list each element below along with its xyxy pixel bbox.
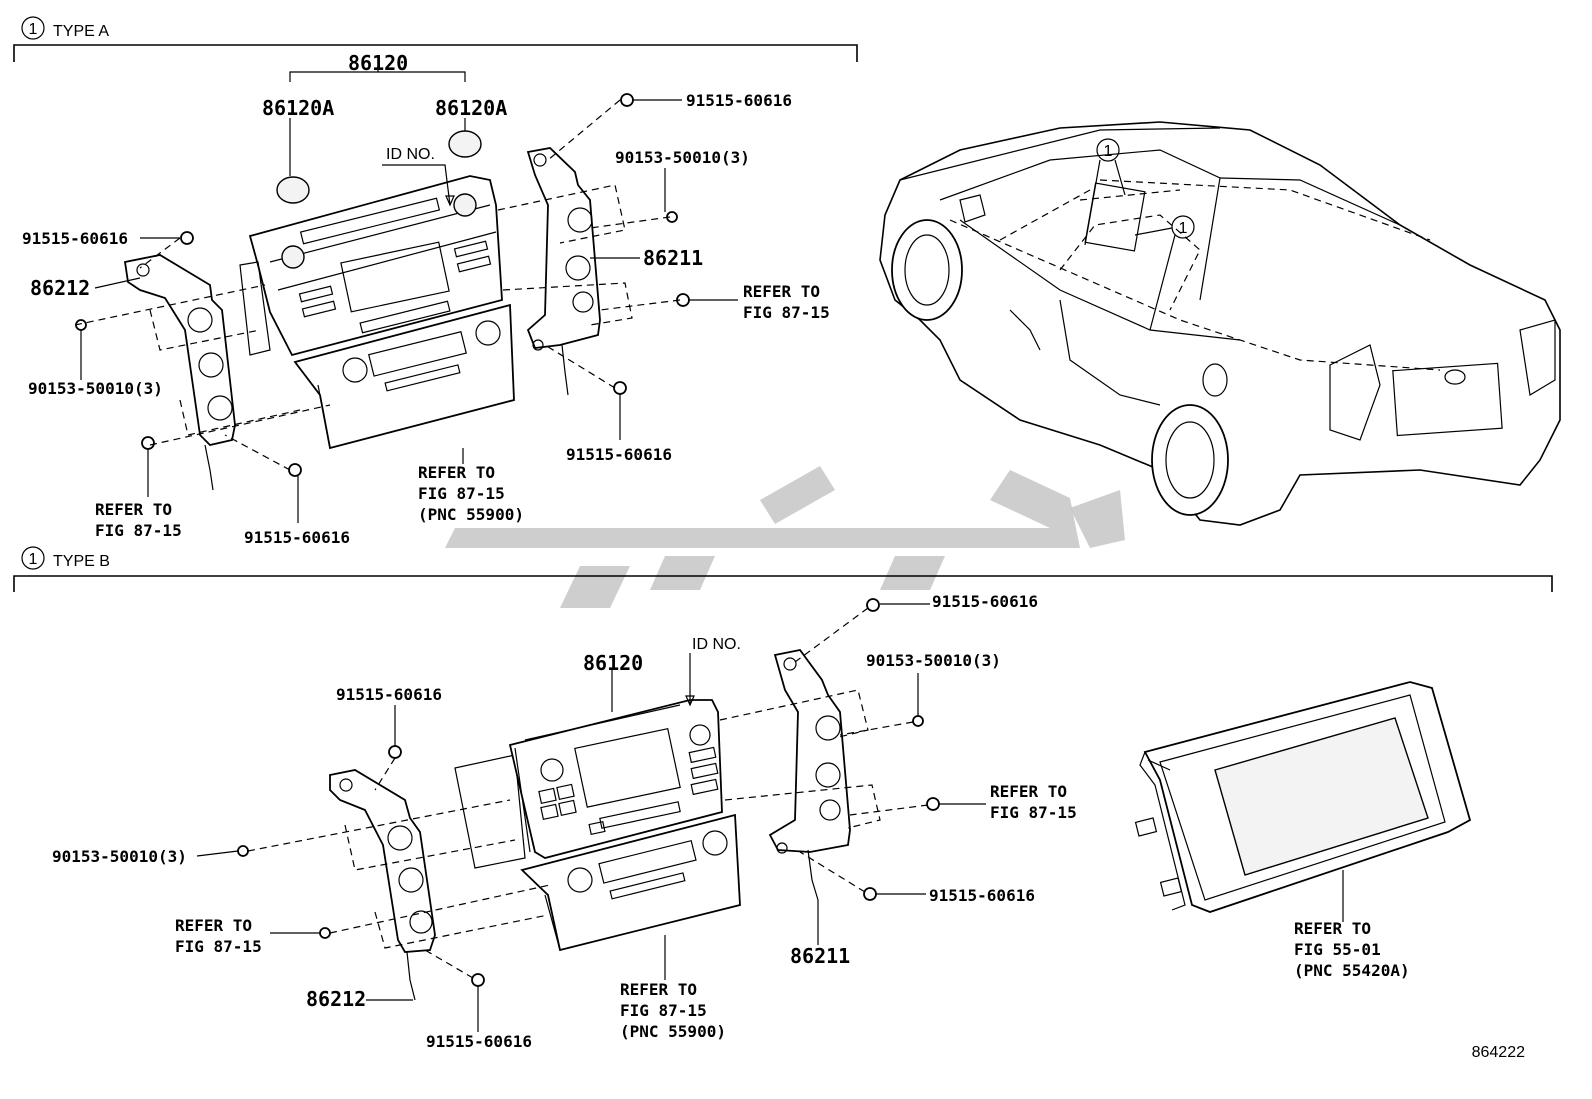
label-bolt-bottom-center-a: 91515-60616 (244, 528, 350, 547)
label-86211-a: 86211 (643, 246, 703, 270)
label-bolt-top-right-b: 91515-60616 (932, 592, 1038, 611)
car-illustration: 1 1 (879, 121, 1561, 526)
label-id-no-a: ID NO. (386, 146, 435, 163)
label-bolt-bottom-center-b: 91515-60616 (426, 1032, 532, 1051)
label-screw-left-b: 90153-50010(3) (52, 847, 187, 866)
watermark-logo (445, 466, 1125, 608)
label-bolt-top-left-b: 91515-60616 (336, 685, 442, 704)
type-b-drawing (196, 598, 1472, 1032)
bracket-86212-a (123, 254, 236, 446)
label-refer-center-b-2: FIG 87-15 (620, 1001, 707, 1020)
label-refer-right-a-2: FIG 87-15 (743, 303, 830, 322)
label-86211-b: 86211 (790, 944, 850, 968)
dashed-guides-b (247, 607, 929, 979)
leaders-a (80, 66, 738, 523)
label-refer-display-3: (PNC 55420A) (1294, 961, 1410, 980)
label-refer-left-b-1: REFER TO (175, 916, 252, 935)
label-refer-left-b-2: FIG 87-15 (175, 937, 262, 956)
label-bolt-bottom-right-a: 91515-60616 (566, 445, 672, 464)
label-refer-display-1: REFER TO (1294, 919, 1371, 938)
radio-unit-86120-a (248, 175, 503, 357)
bracket-86211-a (526, 147, 601, 349)
label-screw-right-a: 90153-50010(3) (615, 148, 750, 167)
type-b-frame: 1 TYPE B (13, 546, 1553, 592)
car-callout-2 (1171, 215, 1195, 239)
label-screw-right-b: 90153-50010(3) (866, 651, 1001, 670)
climate-panel-b (520, 813, 741, 952)
type-a-frame: 1 TYPE A (13, 16, 858, 62)
car-rear-wheel (1151, 404, 1229, 516)
label-86212-b: 86212 (306, 987, 366, 1011)
label-86120a-right: 86120A (435, 96, 507, 120)
type-a-drawing (74, 66, 738, 523)
label-refer-left-a-2: FIG 87-15 (95, 521, 182, 540)
car-callout-1-text: 1 (1104, 143, 1113, 160)
label-refer-right-a-1: REFER TO (743, 282, 820, 301)
label-id-no-b: ID NO. (692, 636, 741, 653)
fasteners-a (75, 93, 690, 477)
radio-unit-86120-b (508, 699, 723, 859)
knob-86120a-right (448, 130, 482, 158)
label-screw-left-a: 90153-50010(3) (28, 379, 163, 398)
label-refer-center-b-1: REFER TO (620, 980, 697, 999)
label-refer-center-b-3: (PNC 55900) (620, 1022, 726, 1041)
figure-number: 864222 (1472, 1044, 1525, 1061)
type-a-title: TYPE A (53, 23, 109, 40)
car-callout-1 (1096, 138, 1120, 162)
label-86120a-left: 86120A (262, 96, 334, 120)
type-b-title: TYPE B (53, 553, 110, 570)
bracket-86212-b (329, 769, 436, 953)
car-front-wheel (891, 219, 963, 321)
label-86120-b: 86120 (583, 651, 643, 675)
label-refer-center-a-2: FIG 87-15 (418, 484, 505, 503)
label-refer-right-b-1: REFER TO (990, 782, 1067, 801)
car-callout-2-text: 1 (1179, 220, 1188, 237)
type-a-marker: 1 (29, 21, 38, 38)
display-unit-55420a (1134, 681, 1472, 913)
type-b-marker: 1 (29, 551, 38, 568)
label-86120-a: 86120 (348, 51, 408, 75)
label-bolt-top-right-a: 91515-60616 (686, 91, 792, 110)
label-refer-left-a-1: REFER TO (95, 500, 172, 519)
label-86212-a: 86212 (30, 276, 90, 300)
label-bolt-bottom-right-b: 91515-60616 (929, 886, 1035, 905)
label-refer-center-a-3: (PNC 55900) (418, 505, 524, 524)
bracket-86211-b (768, 649, 851, 853)
climate-panel-a (293, 303, 515, 450)
type-b-labels: 91515-60616 ID NO. 86120 90153-50010(3) … (52, 592, 1410, 1051)
label-bolt-left-a: 91515-60616 (22, 229, 128, 248)
label-refer-right-b-2: FIG 87-15 (990, 803, 1077, 822)
label-refer-center-a-1: REFER TO (418, 463, 495, 482)
leaders-b (196, 603, 1344, 1032)
knob-86120a-left (276, 176, 310, 204)
type-a-labels: 86120 86120A 86120A ID NO. 91515-60616 9… (22, 51, 830, 547)
dashed-guides-a (74, 99, 681, 471)
label-refer-display-2: FIG 55-01 (1294, 940, 1381, 959)
